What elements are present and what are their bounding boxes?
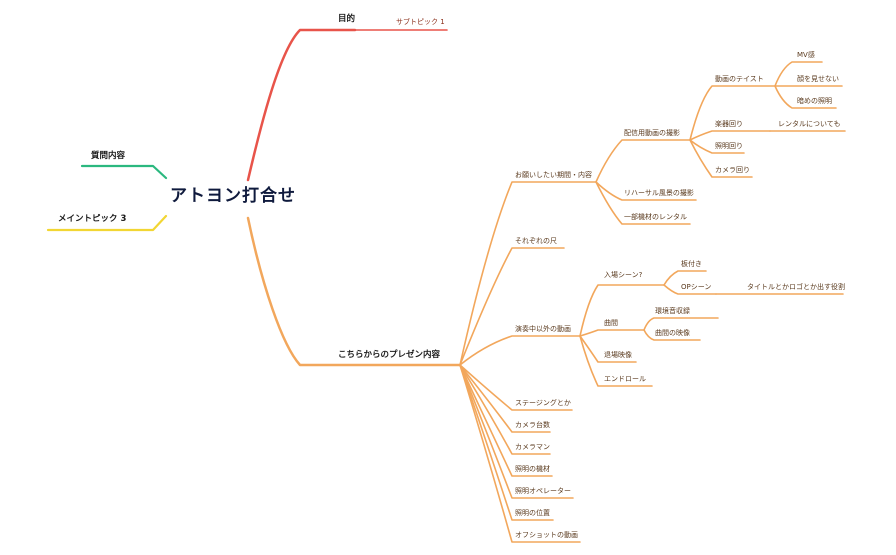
node-dark-light[interactable]: 暗めの照明 bbox=[797, 97, 832, 105]
branch-opscene bbox=[663, 284, 717, 295]
node-rental-note[interactable]: レンタルについても bbox=[778, 120, 841, 128]
branch-offshot bbox=[459, 364, 581, 543]
node-light-gear[interactable]: 照明の機材 bbox=[515, 465, 550, 473]
node-camera-count[interactable]: カメラ台数 bbox=[515, 421, 550, 429]
branch-present bbox=[246, 216, 462, 367]
topic-purpose[interactable]: 目的 bbox=[338, 14, 356, 24]
branch-length bbox=[459, 247, 565, 366]
node-itatsuki[interactable]: 板付き bbox=[681, 260, 702, 268]
node-no-face[interactable]: 顔を見せない bbox=[797, 75, 839, 83]
node-rental[interactable]: 一部機材のレンタル bbox=[624, 213, 687, 221]
branch-between bbox=[579, 329, 645, 337]
node-light-position[interactable]: 照明の位置 bbox=[515, 509, 550, 517]
node-exit[interactable]: 退場映像 bbox=[604, 351, 632, 359]
node-mv[interactable]: MV感 bbox=[797, 51, 815, 59]
branch-endroll bbox=[579, 335, 653, 387]
node-nonplay[interactable]: 演奏中以外の動画 bbox=[515, 325, 571, 333]
node-rehearsal[interactable]: リハーサル風景の撮影 bbox=[624, 189, 694, 197]
branch-rental bbox=[595, 181, 691, 225]
branch-taste bbox=[689, 85, 776, 141]
root-topic[interactable]: アトヨン打合せ bbox=[170, 186, 296, 206]
branch-exit bbox=[579, 335, 637, 363]
branch-cameraman bbox=[459, 364, 551, 455]
node-between[interactable]: 曲間 bbox=[604, 319, 618, 327]
branch-rehearsal bbox=[595, 181, 697, 201]
node-offshot[interactable]: オフショットの動画 bbox=[515, 531, 578, 539]
node-length[interactable]: それぞれの尺 bbox=[515, 237, 557, 245]
branch-question bbox=[80, 164, 168, 180]
node-camera-around[interactable]: カメラ回り bbox=[715, 166, 750, 174]
node-staging[interactable]: ステージングとか bbox=[515, 399, 571, 407]
branch-lighting-around bbox=[689, 139, 745, 154]
branch-instrument bbox=[689, 130, 771, 141]
branch-ambient bbox=[643, 317, 719, 331]
topic-present[interactable]: こちらからのプレゼン内容 bbox=[338, 350, 441, 360]
node-taste[interactable]: 動画のテイスト bbox=[715, 75, 764, 83]
node-stream[interactable]: 配信用動画の撮影 bbox=[624, 129, 680, 137]
branch-mv bbox=[774, 61, 823, 87]
node-ambient[interactable]: 環境音収録 bbox=[655, 307, 690, 315]
node-lighting-around[interactable]: 照明回り bbox=[715, 142, 743, 150]
branch-itatsuki bbox=[663, 270, 707, 286]
branch-stream bbox=[595, 139, 691, 183]
node-interlude-video[interactable]: 曲間の映像 bbox=[655, 329, 690, 337]
topic-subtopic1[interactable]: サブトピック 1 bbox=[396, 18, 445, 26]
branch-light-gear bbox=[459, 364, 553, 477]
branch-camera-around bbox=[689, 139, 753, 178]
branch-main3 bbox=[46, 214, 168, 232]
node-light-operator[interactable]: 照明オペレーター bbox=[515, 487, 571, 495]
node-request[interactable]: お願いしたい期間・内容 bbox=[515, 171, 592, 179]
topic-main3[interactable]: メイントピック 3 bbox=[58, 214, 127, 224]
topic-question[interactable]: 質問内容 bbox=[91, 151, 126, 161]
branch-entry bbox=[579, 284, 665, 337]
branch-camera-count bbox=[459, 364, 551, 433]
node-instrument[interactable]: 楽器回り bbox=[715, 120, 743, 128]
branch-purpose bbox=[246, 28, 357, 182]
branch-dark-light bbox=[774, 85, 837, 109]
node-cameraman[interactable]: カメラマン bbox=[515, 443, 550, 451]
branch-staging bbox=[459, 364, 573, 411]
node-entry[interactable]: 入場シーン? bbox=[604, 271, 643, 279]
node-op-role[interactable]: タイトルとかロゴとか出す役割 bbox=[747, 283, 845, 291]
node-opscene[interactable]: OPシーン bbox=[681, 283, 712, 291]
branch-interlude-video bbox=[643, 329, 701, 341]
branch-request bbox=[459, 181, 597, 366]
branch-nonplay bbox=[459, 335, 581, 366]
node-endroll[interactable]: エンドロール bbox=[604, 375, 646, 383]
branch-light-operator bbox=[459, 364, 574, 499]
